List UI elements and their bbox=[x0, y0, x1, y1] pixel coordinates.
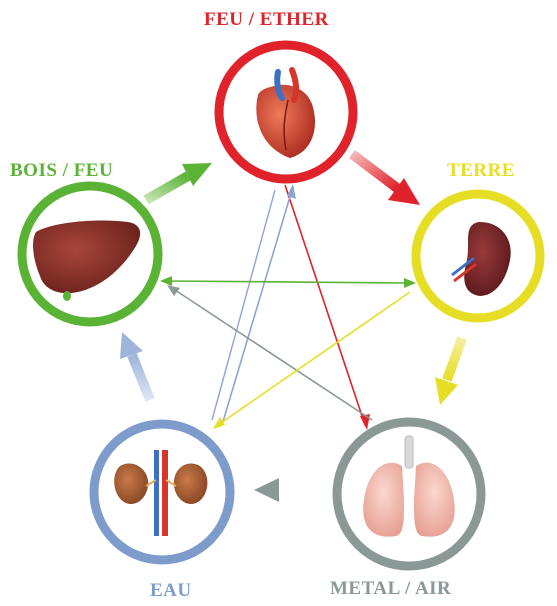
arrow-metal-to-water bbox=[254, 478, 337, 502]
line-water-fire-2 bbox=[212, 190, 275, 420]
arrow-fire-to-earth bbox=[352, 154, 420, 205]
label-water: EAU bbox=[150, 580, 192, 602]
label-metal: METAL / AIR bbox=[330, 578, 451, 600]
label-earth: TERRE bbox=[447, 160, 515, 182]
arrow-wood-to-fire bbox=[146, 163, 212, 200]
line-earth-water bbox=[218, 292, 410, 425]
element-metal bbox=[337, 422, 481, 566]
arrow-fire-metal bbox=[360, 414, 370, 430]
line-wood-earth bbox=[165, 281, 410, 283]
arrow-earth-wood bbox=[160, 276, 172, 286]
element-fire bbox=[219, 45, 353, 179]
arrow-metal-wood bbox=[167, 285, 180, 296]
arrow-wood-earth bbox=[404, 278, 416, 288]
element-earth bbox=[416, 194, 540, 318]
label-wood: BOIS / FEU bbox=[10, 160, 113, 182]
element-wood bbox=[22, 186, 158, 322]
star-lines bbox=[160, 184, 416, 430]
line-water-fire-1 bbox=[222, 190, 292, 425]
element-water bbox=[94, 424, 230, 560]
arrow-water-to-wood bbox=[120, 332, 150, 400]
label-fire: FEU / ETHER bbox=[204, 9, 329, 31]
arrow-earth-to-metal bbox=[435, 338, 462, 405]
